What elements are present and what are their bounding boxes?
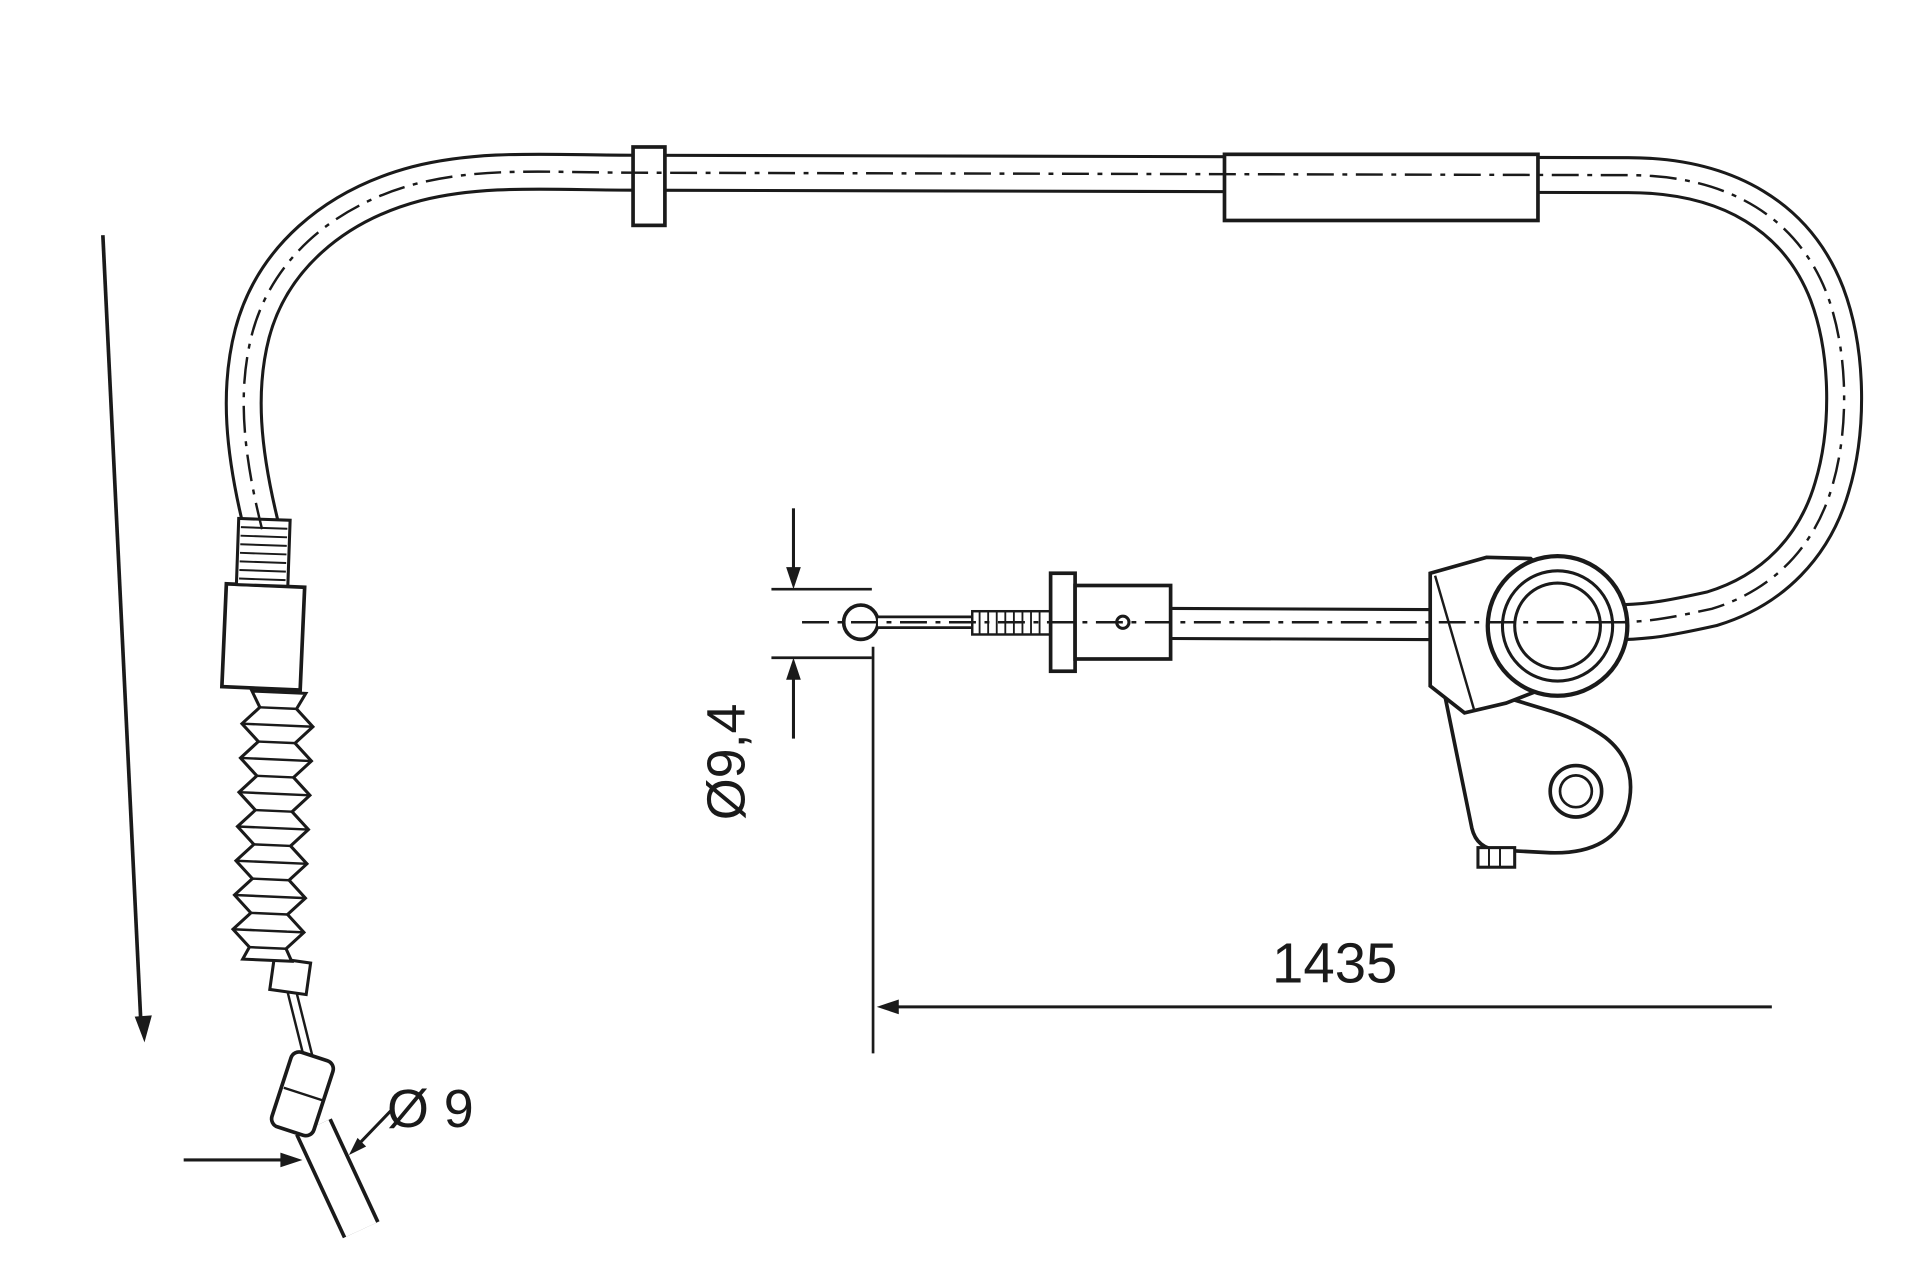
dia94-extension-lines bbox=[771, 587, 872, 660]
len-arrowhead bbox=[876, 999, 899, 1015]
adjuster-cylinder bbox=[219, 581, 307, 692]
direction-arrow-line bbox=[101, 235, 143, 1022]
conduit-collar bbox=[631, 145, 667, 228]
conduit-centerline bbox=[242, 170, 1846, 624]
bare-cable-inner bbox=[288, 988, 312, 1060]
len-label: 1435 bbox=[1272, 931, 1397, 994]
grommet-bushing-outer bbox=[1485, 553, 1630, 698]
cable-conduit-loop bbox=[224, 152, 1864, 642]
end-fitting-body bbox=[268, 956, 313, 997]
adjuster-cylinder-body bbox=[219, 581, 307, 692]
direction-arrow bbox=[101, 235, 152, 1043]
left-end-stub-tube bbox=[295, 1118, 380, 1239]
bracket-tab bbox=[1476, 846, 1517, 869]
collar-body bbox=[631, 145, 667, 228]
nipple-midline bbox=[283, 1086, 324, 1102]
dimension-1435: 1435 bbox=[871, 646, 1772, 1054]
mounting-bracket bbox=[1428, 553, 1633, 869]
dia9-left-arrowhead bbox=[280, 1152, 303, 1168]
sleeve-body bbox=[1222, 152, 1540, 223]
thread-lines bbox=[239, 526, 288, 582]
cable-housing-middle bbox=[1170, 606, 1452, 642]
bracket-housing-edge bbox=[1433, 575, 1476, 711]
threaded-adjuster bbox=[234, 516, 292, 588]
conduit-sleeve bbox=[1222, 152, 1540, 223]
stub-inner bbox=[298, 1119, 377, 1237]
dia9-leader-arrowhead bbox=[348, 1137, 367, 1156]
conduit-outline bbox=[224, 152, 1864, 642]
dia94-label: Ø9,4 bbox=[696, 703, 756, 820]
dia9-leader-line bbox=[358, 1108, 393, 1144]
bracket-hole-outer bbox=[1548, 763, 1604, 819]
conduit-inner-white bbox=[227, 155, 1861, 639]
dimension-dia-9: Ø 9 bbox=[183, 1079, 474, 1168]
bare-cable-left bbox=[286, 988, 314, 1060]
bracket-hole-inner bbox=[1558, 774, 1594, 809]
bracket-tab-hatch bbox=[1488, 847, 1501, 868]
dia9-label: Ø 9 bbox=[387, 1079, 474, 1139]
bellows-boot bbox=[230, 689, 316, 963]
housing-inner-white bbox=[1170, 609, 1452, 639]
bellows-folds bbox=[232, 706, 313, 950]
grommet-bushing-inner bbox=[1513, 581, 1602, 671]
dia94-lower-arrowhead bbox=[786, 657, 801, 680]
cable-end-nipple-left bbox=[269, 1050, 336, 1138]
bracket-plate bbox=[1442, 693, 1633, 855]
direction-arrowhead bbox=[134, 1015, 152, 1043]
conduit-end-fitting-left bbox=[268, 956, 313, 997]
dimension-dia-9-4: Ø9,4 bbox=[696, 508, 872, 820]
grommet-bushing-mid bbox=[1500, 569, 1615, 683]
dia94-upper-arrowhead bbox=[786, 567, 801, 590]
